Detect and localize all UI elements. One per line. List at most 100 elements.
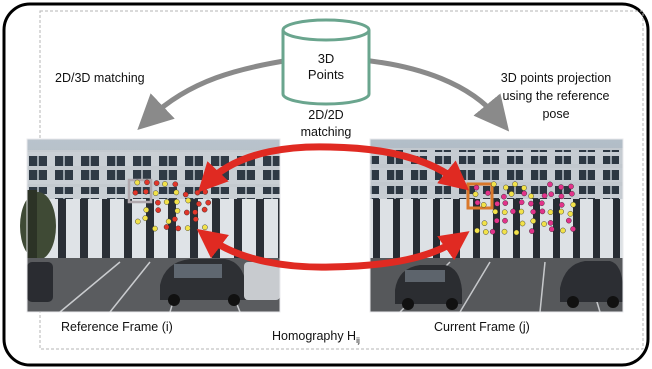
dot-icon bbox=[132, 189, 139, 196]
dot-icon bbox=[530, 208, 537, 215]
dot-icon bbox=[529, 228, 535, 234]
dot-icon bbox=[144, 179, 150, 186]
dot-icon bbox=[508, 191, 515, 197]
dot-icon bbox=[152, 190, 159, 196]
label-homography: Homography Hij bbox=[272, 329, 360, 345]
dot-icon bbox=[163, 224, 170, 230]
dot-icon bbox=[528, 200, 534, 207]
dot-icon bbox=[473, 184, 480, 191]
dot-icon bbox=[142, 215, 149, 221]
dot-icon bbox=[173, 189, 180, 196]
dot-icon bbox=[503, 184, 509, 191]
dot-icon bbox=[568, 183, 574, 190]
dot-icon bbox=[202, 224, 208, 231]
dot-icon bbox=[502, 217, 508, 224]
dot-icon bbox=[549, 226, 555, 232]
arrow-2d3d-matching bbox=[137, 57, 291, 131]
dot-icon bbox=[143, 188, 149, 195]
dot-icon bbox=[185, 197, 191, 204]
dot-icon bbox=[480, 202, 487, 208]
dot-icon bbox=[558, 202, 565, 208]
dot-icon bbox=[560, 227, 566, 234]
label-reference-frame: Reference Frame (i) bbox=[61, 320, 173, 334]
dot-icon bbox=[174, 207, 181, 214]
dot-icon bbox=[547, 209, 554, 215]
dot-icon bbox=[192, 216, 199, 222]
label-current-frame: Current Frame (j) bbox=[434, 320, 530, 334]
dot-icon bbox=[194, 189, 201, 196]
dot-icon bbox=[558, 208, 565, 215]
dot-icon bbox=[518, 208, 525, 215]
cylinder-label-line2: Points bbox=[308, 67, 345, 82]
dot-icon bbox=[184, 225, 191, 231]
arrow-3d-projection bbox=[361, 57, 510, 132]
dot-icon bbox=[570, 201, 577, 208]
dot-icon bbox=[494, 200, 501, 207]
dot-icon bbox=[513, 229, 520, 236]
label-homography-subscript: ij bbox=[356, 335, 360, 345]
dot-icon bbox=[547, 181, 553, 188]
dot-icon bbox=[490, 181, 497, 187]
dot-icon bbox=[153, 180, 160, 186]
dot-icon bbox=[474, 227, 480, 234]
dot-icon bbox=[492, 208, 499, 215]
dot-icon bbox=[474, 199, 481, 206]
label-2d3d-matching: 2D/3D matching bbox=[55, 71, 145, 85]
dot-icon bbox=[155, 207, 161, 213]
label-projection-line3: pose bbox=[542, 107, 569, 121]
dot-icon bbox=[134, 179, 141, 186]
dot-icon bbox=[501, 228, 508, 235]
dot-icon bbox=[569, 190, 575, 197]
label-projection-line1: 3D points projection bbox=[501, 71, 612, 85]
dot-icon bbox=[547, 220, 554, 226]
dot-icon bbox=[541, 192, 548, 199]
homography-arrow-bottom bbox=[196, 228, 470, 271]
current-region-box bbox=[466, 182, 494, 210]
dot-icon bbox=[201, 206, 208, 213]
dot-icon bbox=[493, 217, 500, 224]
dot-icon bbox=[481, 220, 488, 226]
dot-icon bbox=[155, 199, 161, 206]
dot-icon bbox=[521, 190, 528, 197]
dot-icon bbox=[539, 208, 546, 215]
dot-icon bbox=[205, 199, 211, 206]
label-2d2d-line2: matching bbox=[301, 125, 352, 139]
dot-icon bbox=[163, 199, 170, 205]
dot-icon bbox=[472, 191, 479, 197]
cylinder-icon bbox=[281, 18, 371, 106]
dot-icon bbox=[143, 207, 150, 213]
dot-icon bbox=[541, 221, 547, 227]
dot-icon bbox=[502, 200, 509, 206]
dot-icon bbox=[501, 209, 508, 215]
dot-icon bbox=[558, 184, 564, 190]
dot-icon bbox=[171, 216, 178, 222]
dot-icon bbox=[485, 190, 491, 196]
dot-icon bbox=[192, 209, 198, 215]
dot-icon bbox=[570, 226, 576, 232]
dot-icon bbox=[482, 229, 489, 235]
dot-icon bbox=[521, 185, 527, 191]
dot-icon bbox=[548, 191, 555, 197]
dot-icon bbox=[539, 200, 545, 206]
reference-frame-image bbox=[20, 138, 281, 313]
dot-icon bbox=[519, 220, 526, 227]
reference-region-box bbox=[127, 178, 153, 204]
dot-icon bbox=[182, 191, 189, 198]
dot-icon bbox=[173, 198, 180, 205]
label-2d2d-line1: 2D/2D bbox=[308, 108, 343, 122]
current-feature-points bbox=[472, 181, 577, 236]
dot-icon bbox=[528, 193, 534, 199]
dot-icon bbox=[512, 181, 518, 187]
dot-icon bbox=[195, 201, 202, 207]
label-projection-line2: using the reference bbox=[502, 89, 609, 103]
dot-icon bbox=[518, 199, 525, 206]
dot-icon bbox=[566, 217, 572, 224]
dot-icon bbox=[152, 225, 158, 232]
dot-icon bbox=[489, 228, 496, 235]
dot-icon bbox=[134, 218, 141, 225]
cylinder-label-line1: 3D bbox=[318, 51, 335, 66]
dot-icon bbox=[172, 181, 179, 187]
dot-icon bbox=[202, 189, 208, 195]
dot-icon bbox=[183, 209, 190, 216]
